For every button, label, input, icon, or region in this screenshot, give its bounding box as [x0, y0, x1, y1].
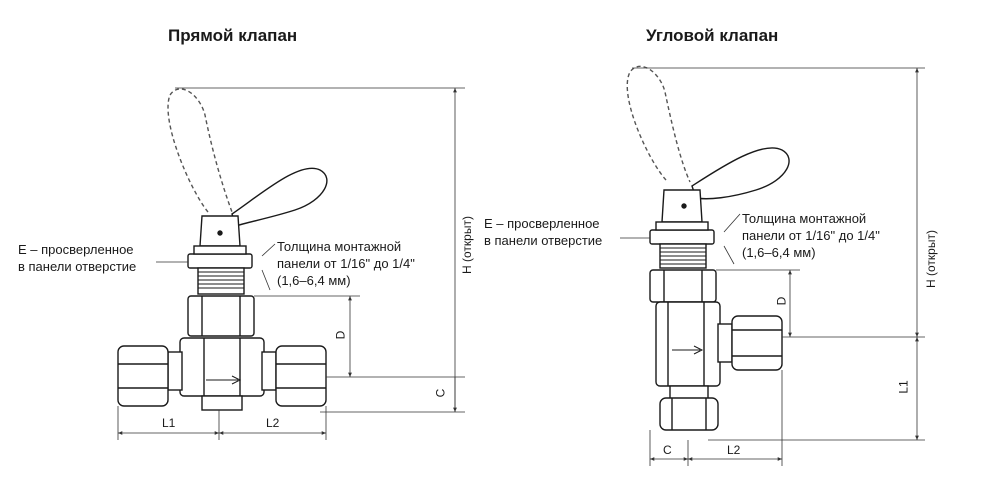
straight-hole-label-line1: E – просверленное [18, 242, 134, 257]
straight-c-dim: C [433, 388, 448, 398]
angle-handle-open [626, 65, 691, 183]
straight-panel-label-line2: панели от 1/16" до 1/4" [277, 256, 415, 271]
angle-panel-label-line1: Толщина монтажной [742, 211, 867, 226]
angle-h-dim: H (открыт) [924, 230, 938, 288]
angle-hole-label-line1: E – просверленное [484, 216, 600, 231]
angle-d-dim: D [774, 296, 789, 306]
straight-handle [231, 167, 328, 227]
straight-valve-title: Прямой клапан [168, 26, 298, 45]
angle-panel-label: Толщина монтажной панели от 1/16" до 1/4… [742, 210, 880, 261]
straight-hole-label: E – просверленное в панели отверстие [18, 241, 136, 275]
angle-l2-dim: L2 [727, 443, 741, 457]
angle-c-dim: C [663, 443, 672, 457]
angle-panel-label-line3: (1,6–6,4 мм) [742, 245, 816, 260]
angle-hole-label-line2: в панели отверстие [484, 233, 603, 248]
straight-valve-drawing [117, 88, 328, 411]
straight-hole-label-line2: в панели отверстие [18, 259, 137, 274]
straight-handle-open [167, 88, 233, 213]
straight-panel-label: Толщина монтажной панели от 1/16" до 1/4… [277, 238, 415, 289]
angle-hole-label: E – просверленное в панели отверстие [484, 215, 602, 249]
straight-panel-label-line3: (1,6–6,4 мм) [277, 273, 351, 288]
angle-handle [691, 147, 790, 200]
angle-valve-title: Угловой клапан [646, 26, 779, 45]
straight-l2-dim: L2 [266, 416, 280, 430]
angle-l1-dim: L1 [896, 380, 911, 394]
straight-dimension-lines [117, 87, 465, 440]
straight-d-dim: D [333, 330, 348, 340]
straight-l1-dim: L1 [162, 416, 176, 430]
straight-panel-label-line1: Толщина монтажной [277, 239, 402, 254]
angle-dimension-lines [620, 67, 925, 466]
angle-valve-drawing [626, 65, 790, 431]
straight-h-dim: H (открыт) [460, 216, 474, 274]
angle-panel-label-line2: панели от 1/16" до 1/4" [742, 228, 880, 243]
